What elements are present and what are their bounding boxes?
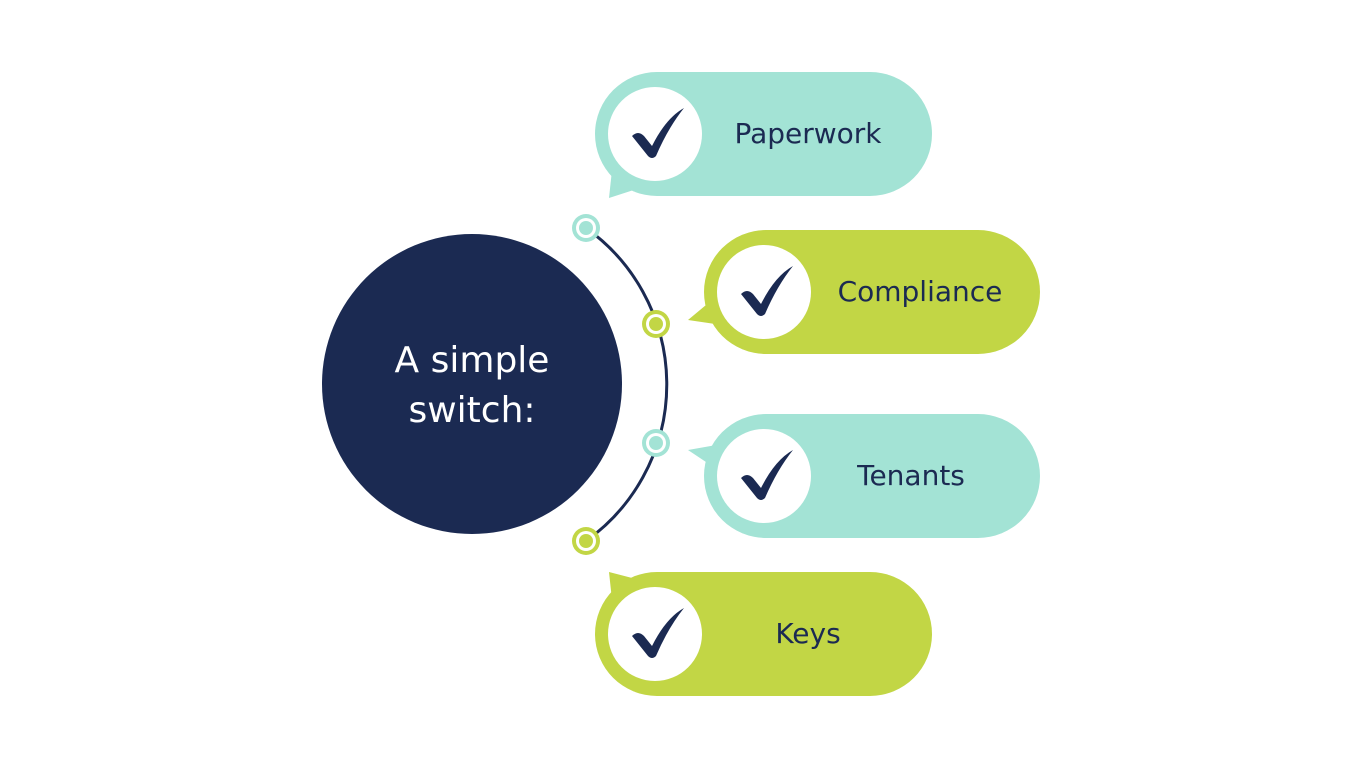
check-icon [741,450,793,500]
item-label: Tenants [856,459,965,492]
item-label: Paperwork [734,117,882,150]
check-icon [741,266,793,316]
item-label: Compliance [838,275,1003,308]
bubble-tenants: Tenants [688,414,1040,538]
bubble-keys: Keys [595,572,932,696]
center-title-line2: switch: [408,390,535,431]
bubble-paperwork: Paperwork [595,72,932,198]
node-3 [642,429,670,457]
node-4 [572,527,600,555]
check-icon [632,608,684,658]
node-1 [572,214,600,242]
check-icon [632,108,684,158]
node-2 [642,310,670,338]
connector-arc [585,226,669,543]
item-label: Keys [775,617,840,650]
center-title-line1: A simple [395,340,550,381]
bubble-compliance: Compliance [688,230,1040,354]
center-circle [322,234,622,534]
